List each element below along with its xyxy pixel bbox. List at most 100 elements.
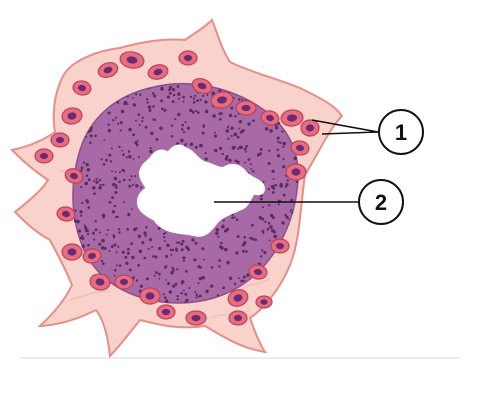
nucleus-dot bbox=[251, 223, 254, 227]
nucleus-dot bbox=[203, 258, 206, 261]
nucleus-dot bbox=[293, 156, 297, 161]
cell-nucleus bbox=[67, 248, 77, 256]
nucleus-dot bbox=[213, 131, 217, 134]
nucleus-dot bbox=[262, 232, 265, 235]
nucleus-dot bbox=[261, 217, 265, 221]
nucleus-dot bbox=[89, 134, 93, 138]
nucleus-dot bbox=[219, 245, 223, 249]
nucleus-dot bbox=[221, 152, 224, 156]
nucleus-dot bbox=[133, 227, 137, 232]
nucleus-dot bbox=[79, 214, 83, 217]
nucleus-dot bbox=[238, 127, 241, 130]
nucleus-dot bbox=[238, 277, 241, 280]
nucleus-dot bbox=[81, 236, 85, 240]
nucleus-dot bbox=[115, 184, 118, 187]
nucleus-dot bbox=[110, 147, 113, 150]
nucleus-dot bbox=[145, 277, 149, 281]
nucleus-dot bbox=[201, 131, 205, 135]
nucleus-dot bbox=[111, 196, 114, 200]
nucleus-dot bbox=[199, 294, 202, 298]
nucleus-dot bbox=[86, 168, 91, 172]
nucleus-dot bbox=[177, 85, 180, 87]
cell-nucleus bbox=[62, 210, 70, 218]
nucleus-dot bbox=[252, 119, 255, 123]
nucleus-dot bbox=[171, 248, 175, 252]
nucleus-dot bbox=[198, 276, 203, 281]
nucleus-dot bbox=[231, 216, 234, 220]
nucleus-dot bbox=[249, 163, 252, 166]
nucleus-dot bbox=[155, 138, 159, 141]
nucleus-dot bbox=[149, 149, 153, 154]
nucleus-dot bbox=[132, 133, 136, 137]
nucleus-dot bbox=[216, 294, 219, 297]
nucleus-dot bbox=[166, 243, 170, 248]
nucleus-dot bbox=[84, 228, 89, 233]
cell-nucleus bbox=[126, 56, 138, 64]
cell-nucleus bbox=[217, 96, 227, 104]
nucleus-dot bbox=[111, 182, 116, 187]
nucleus-dot bbox=[276, 154, 281, 158]
nucleus-dot bbox=[244, 161, 247, 164]
peripheral-cell bbox=[270, 238, 290, 254]
peripheral-cell bbox=[119, 51, 145, 69]
nucleus-dot bbox=[128, 178, 131, 182]
nucleus-dot bbox=[230, 134, 233, 138]
peripheral-cell bbox=[185, 310, 207, 326]
callout-1-label: 1 bbox=[395, 120, 407, 145]
cell-nucleus bbox=[276, 242, 284, 250]
nucleus-dot bbox=[204, 157, 208, 161]
peripheral-cell bbox=[89, 273, 111, 291]
nucleus-dot bbox=[80, 166, 84, 170]
cell-nucleus bbox=[95, 278, 105, 286]
nucleus-dot bbox=[85, 174, 89, 177]
nucleus-dot bbox=[146, 101, 149, 104]
nucleus-dot bbox=[234, 159, 238, 163]
nucleus-dot bbox=[171, 266, 174, 270]
nucleus-dot bbox=[171, 100, 175, 104]
nucleus-dot bbox=[101, 238, 105, 243]
peripheral-cell bbox=[34, 148, 54, 164]
nucleus-dot bbox=[230, 127, 233, 130]
nucleus-dot bbox=[115, 264, 118, 267]
nucleus-dot bbox=[234, 115, 237, 118]
nucleus-dot bbox=[98, 242, 102, 246]
peripheral-cell bbox=[61, 243, 83, 261]
nucleus-dot bbox=[270, 228, 275, 233]
nucleus-dot bbox=[81, 201, 84, 205]
nucleus-dot bbox=[117, 228, 121, 231]
nucleus-dot bbox=[132, 276, 136, 279]
nucleus-dot bbox=[267, 187, 271, 191]
peripheral-cell bbox=[178, 50, 198, 66]
peripheral-cell bbox=[285, 163, 307, 181]
peripheral-cell bbox=[280, 109, 304, 127]
nucleus-dot bbox=[127, 212, 131, 216]
nucleus-dot bbox=[264, 127, 269, 131]
nucleus-dot bbox=[148, 238, 153, 242]
nucleus-dot bbox=[259, 197, 262, 200]
nucleus-dot bbox=[114, 186, 118, 189]
cell-nucleus bbox=[78, 84, 86, 92]
nucleus-dot bbox=[94, 134, 97, 137]
nucleus-dot bbox=[284, 213, 287, 217]
nucleus-dot bbox=[162, 232, 166, 236]
nucleus-dot bbox=[160, 99, 164, 103]
nucleus-dot bbox=[139, 186, 143, 189]
nucleus-dot bbox=[224, 247, 228, 252]
nucleus-dot bbox=[107, 123, 110, 126]
peripheral-cell-layer bbox=[34, 50, 320, 326]
nucleus-dot bbox=[128, 155, 132, 159]
nucleus-dot bbox=[273, 234, 277, 239]
nucleus-dot bbox=[259, 148, 263, 151]
nucleus-dot bbox=[182, 100, 185, 103]
nucleus-dot bbox=[174, 282, 178, 286]
nucleus-dot bbox=[268, 203, 271, 207]
nucleus-dot bbox=[295, 180, 299, 184]
nucleus-dot bbox=[100, 259, 104, 263]
callout-1-leader-a bbox=[311, 119, 379, 133]
nucleus-dot bbox=[192, 97, 196, 100]
nucleus-dot bbox=[169, 248, 173, 252]
nucleus-dot bbox=[87, 130, 91, 134]
nucleus-dot bbox=[276, 136, 280, 140]
nucleus-dot bbox=[165, 279, 167, 281]
nucleus-dot bbox=[98, 178, 102, 182]
